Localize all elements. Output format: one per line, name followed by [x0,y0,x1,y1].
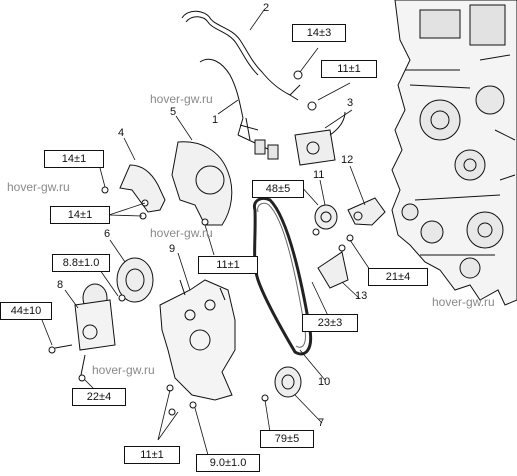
part-number-3: 3 [347,97,354,109]
wire-harness-2 [181,10,301,160]
torque-box-2: 11±1 [321,60,377,78]
part-number-9: 9 [169,243,176,255]
pulley-6 [116,257,154,303]
torque-box-11: 22±4 [72,388,126,406]
watermark-2: hover-gw.ru [7,180,70,194]
part-number-4: 4 [118,127,125,139]
torque-box-1: 14±3 [292,24,346,42]
part-number-10: 10 [318,376,331,388]
watermark-1: hover-gw.ru [150,92,213,106]
pulley-7 [274,366,302,398]
part-number-6: 6 [104,228,111,240]
torque-box-10: 23±3 [302,314,358,332]
torque-box-7: 8.8±1.0 [52,254,110,272]
timing-cover-5 [171,141,233,226]
torque-box-3: 14±1 [44,150,104,168]
part-number-1: 1 [212,114,219,126]
torque-box-5: 48±5 [252,180,304,198]
torque-box-4: 14±1 [50,206,110,224]
torque-box-6: 11±1 [198,256,258,274]
watermark-5: hover-gw.ru [92,363,155,377]
part-number-7: 7 [318,417,325,429]
watermark-4: hover-gw.ru [432,295,495,309]
part-number-2: 2 [263,2,270,14]
torque-box-8: 21±4 [368,268,428,286]
part-number-12: 12 [341,154,354,166]
engine-block [391,0,517,306]
tensioner-13 [317,234,354,289]
tensioner-8 [54,283,116,381]
part-number-13: 13 [355,290,368,302]
part-number-5: 5 [170,106,177,118]
part-number-11: 11 [313,169,325,181]
timing-belt-10 [252,196,313,356]
sensor-3 [294,101,346,166]
leader-lines [41,9,371,456]
bracket-12 [347,197,386,226]
part-number-8: 8 [57,279,64,291]
rear-timing-case-9 [159,279,236,401]
torque-box-12: 79±5 [260,430,314,448]
torque-box-9: 44±10 [0,302,52,320]
torque-box-14: 9.0±1.0 [196,454,260,472]
torque-box-13: 11±1 [124,446,180,464]
watermark-3: hover-gw.ru [150,226,213,240]
bolts [48,70,346,416]
idler-pulley-11 [312,204,338,236]
